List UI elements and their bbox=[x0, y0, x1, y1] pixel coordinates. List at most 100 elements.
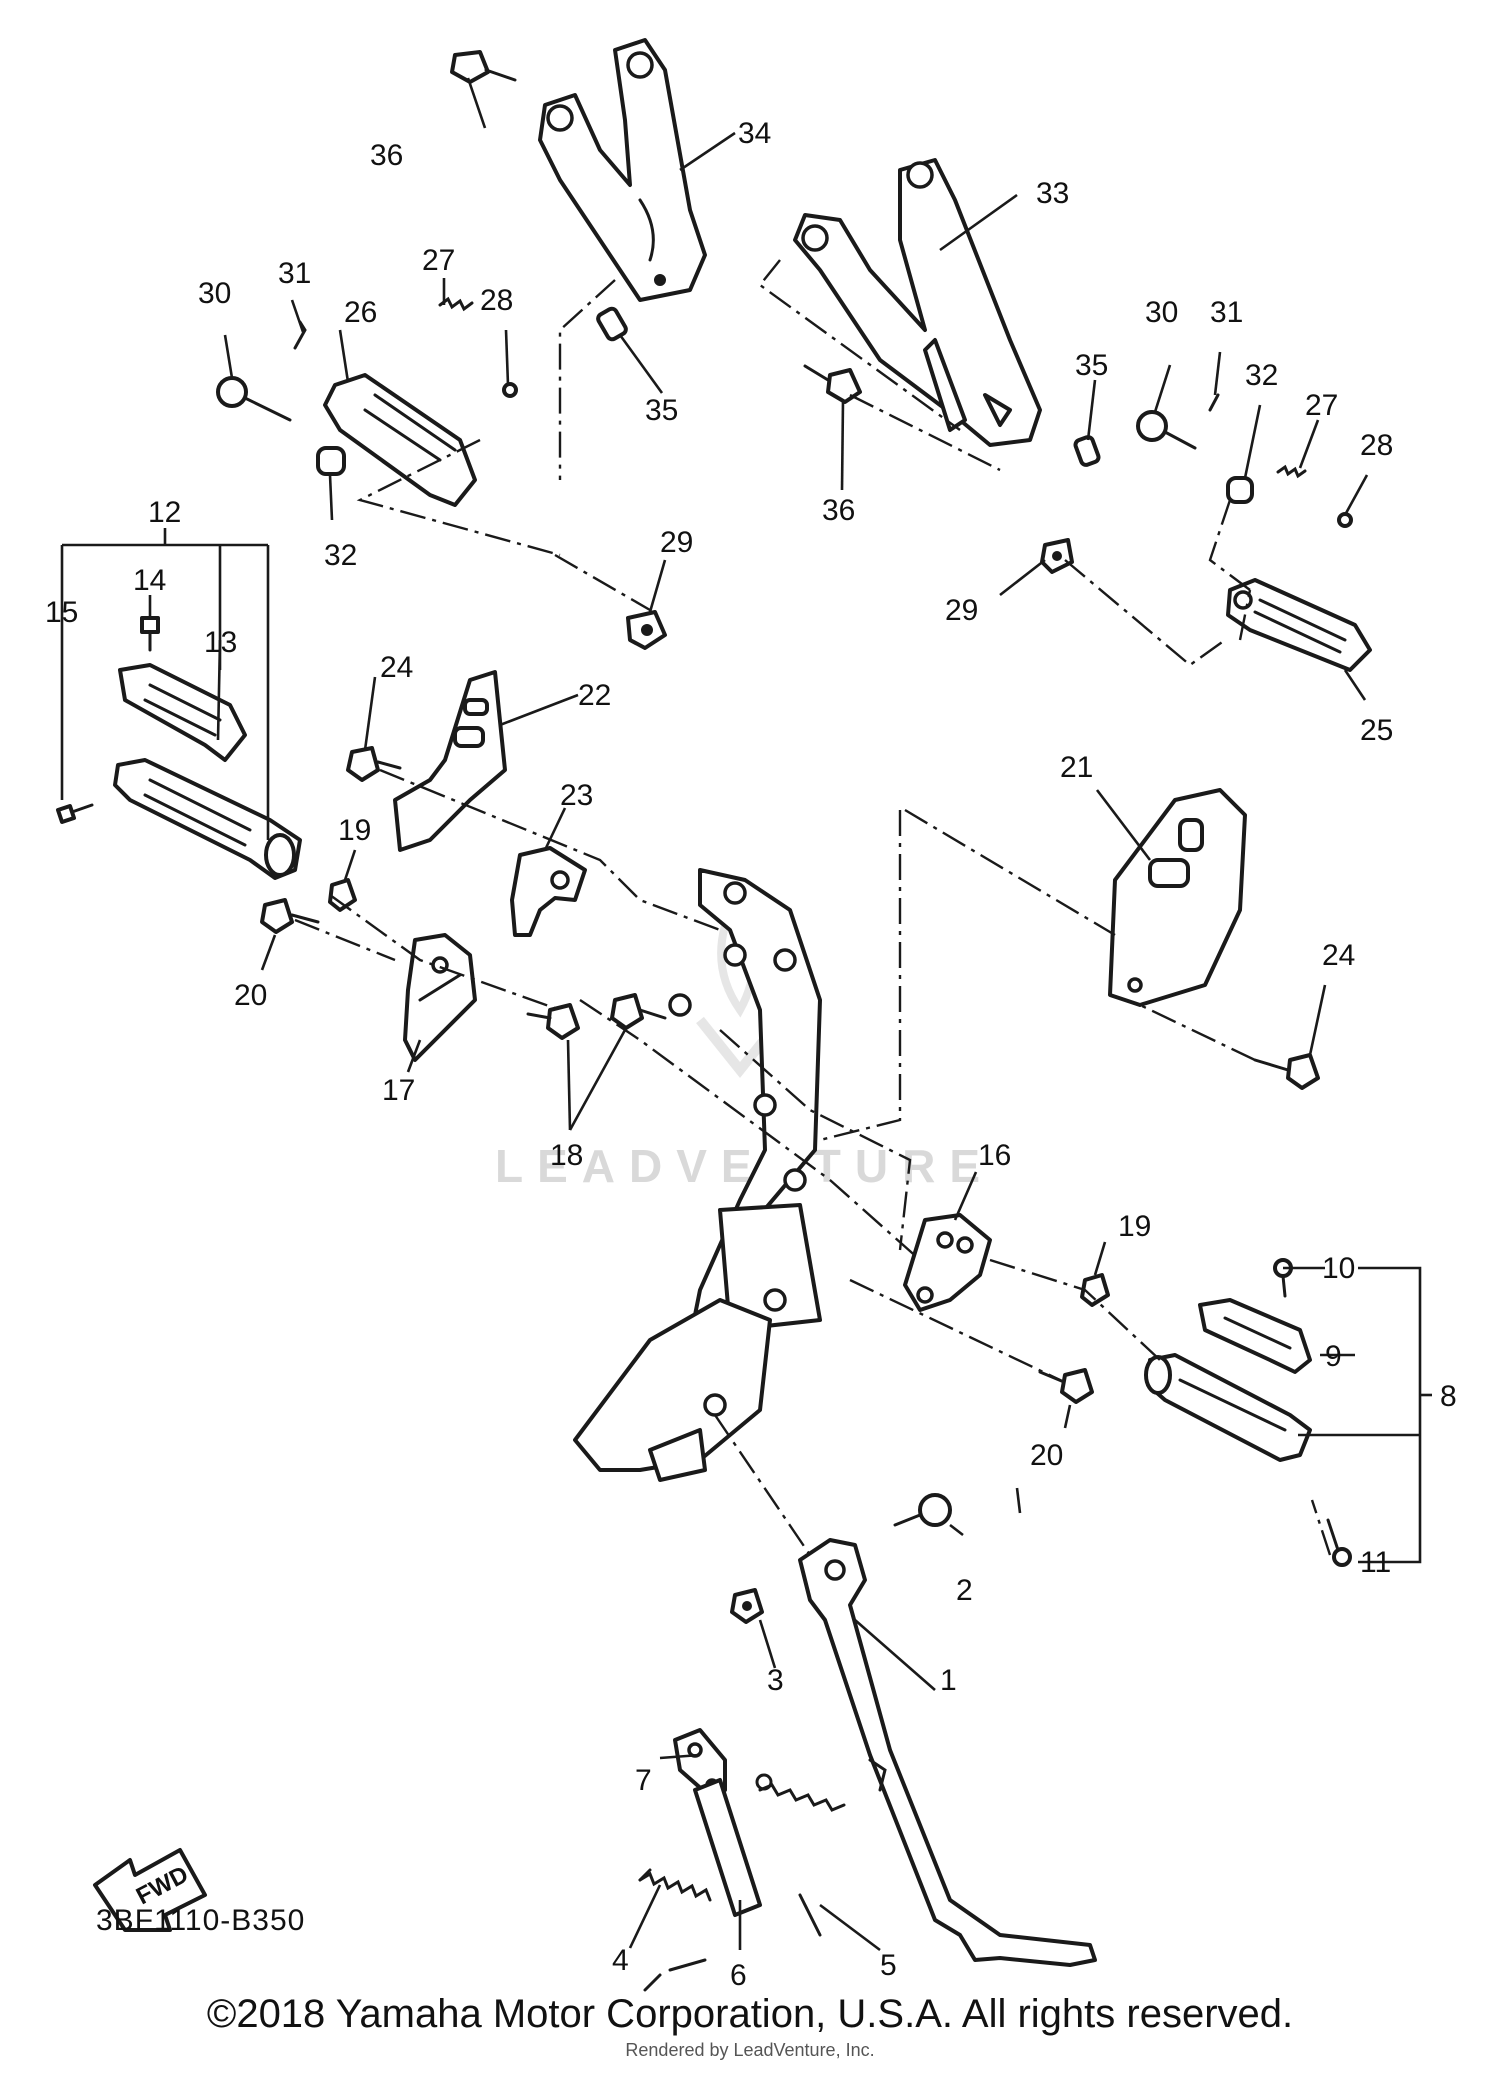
callout-16: 16 bbox=[978, 1139, 1011, 1172]
nut-19-left bbox=[328, 878, 357, 912]
callout-15: 15 bbox=[45, 596, 78, 629]
callout-33: 33 bbox=[1036, 177, 1069, 210]
watermark-text: LEADVENTURE bbox=[495, 1140, 994, 1192]
callout-32-right: 32 bbox=[1245, 359, 1278, 392]
screw-14 bbox=[140, 616, 160, 652]
callout-25: 25 bbox=[1360, 714, 1393, 747]
callout-19-right: 19 bbox=[1118, 1210, 1151, 1243]
footrest-bracket-17 bbox=[403, 933, 477, 1062]
bolt-20-left bbox=[260, 898, 320, 934]
pin-35-right bbox=[1073, 435, 1101, 467]
callout-12: 12 bbox=[148, 496, 181, 529]
callout-17: 17 bbox=[382, 1074, 415, 1107]
footrest-front-right bbox=[1144, 1353, 1312, 1462]
screw-10 bbox=[1273, 1258, 1293, 1298]
pin-35-left bbox=[596, 306, 628, 342]
pin-30-right bbox=[1136, 410, 1197, 450]
assembly-lines bbox=[294, 259, 1332, 1556]
sidestand-1 bbox=[798, 1538, 1097, 1967]
ball-28-right bbox=[1337, 512, 1353, 528]
callout-23: 23 bbox=[560, 779, 593, 812]
callout-27-left: 27 bbox=[422, 244, 455, 277]
rendered-by-notice: Rendered by LeadVenture, Inc. bbox=[625, 2040, 875, 2060]
callout-30-right: 30 bbox=[1145, 296, 1178, 329]
spring-27-left bbox=[438, 296, 474, 312]
washer-32-right bbox=[1226, 476, 1254, 504]
damper-29-right bbox=[1040, 538, 1074, 574]
callout-6: 6 bbox=[730, 1959, 747, 1992]
callout-29-right: 29 bbox=[945, 594, 978, 627]
damper-29-left bbox=[626, 610, 667, 650]
callout-2: 2 bbox=[956, 1574, 973, 1607]
spring-5 bbox=[755, 1773, 846, 1937]
callouts: 1 2 3 4 5 6 7 8 9 10 11 12 13 14 15 16 1… bbox=[45, 117, 1457, 1992]
callout-29-left: 29 bbox=[660, 526, 693, 559]
callout-19-left: 19 bbox=[338, 814, 371, 847]
footrest-bracket-16 bbox=[903, 1213, 992, 1312]
callout-30-left: 30 bbox=[198, 277, 231, 310]
callout-31-left: 31 bbox=[278, 257, 311, 290]
plate-21 bbox=[1108, 788, 1247, 1007]
callout-28-right: 28 bbox=[1360, 429, 1393, 462]
cotter-31-right bbox=[1208, 393, 1220, 412]
footrest-bracket-rear-right bbox=[793, 158, 1042, 447]
bolt-24-right bbox=[1253, 1053, 1320, 1090]
footrest-front-left bbox=[113, 758, 302, 880]
callout-24-right: 24 bbox=[1322, 939, 1355, 972]
callout-35-left: 35 bbox=[645, 394, 678, 427]
callout-24-left: 24 bbox=[380, 651, 413, 684]
bolt-2 bbox=[893, 1493, 952, 1527]
cover-23 bbox=[510, 846, 587, 937]
nut-19-right bbox=[1080, 1273, 1110, 1307]
footrest-cover-13 bbox=[118, 663, 247, 762]
callout-32-left: 32 bbox=[324, 539, 357, 572]
ball-28-left bbox=[502, 382, 518, 398]
spring-27-right bbox=[1276, 464, 1307, 479]
callout-20-left: 20 bbox=[234, 979, 267, 1012]
fwd-arrow-icon: FWD bbox=[93, 1848, 207, 1932]
callout-34: 34 bbox=[738, 117, 771, 150]
callout-36-top: 36 bbox=[370, 139, 403, 172]
callout-28-left: 28 bbox=[480, 284, 513, 317]
screw-11 bbox=[1326, 1518, 1352, 1567]
footrest-bracket-rear-left bbox=[538, 38, 707, 302]
bolt-20-right bbox=[1038, 1368, 1094, 1404]
bolt-36-top bbox=[450, 50, 517, 84]
callout-20-right: 20 bbox=[1030, 1439, 1063, 1472]
callout-8: 8 bbox=[1440, 1380, 1457, 1413]
pin-30-left bbox=[216, 376, 292, 422]
callout-10: 10 bbox=[1322, 1252, 1355, 1285]
spring-4 bbox=[638, 1868, 712, 1992]
callout-26: 26 bbox=[344, 296, 377, 329]
callout-18: 18 bbox=[550, 1139, 583, 1172]
callout-31-right: 31 bbox=[1210, 296, 1243, 329]
footrest-rear-left bbox=[323, 373, 477, 507]
reference-code: 3BF1110-B350 bbox=[96, 1904, 306, 1937]
callout-14: 14 bbox=[133, 564, 166, 597]
callout-27-right: 27 bbox=[1305, 389, 1338, 422]
footrest-cover-9 bbox=[1198, 1298, 1312, 1374]
washer-32-left bbox=[316, 446, 346, 476]
callout-9: 9 bbox=[1325, 1340, 1342, 1373]
copyright-notice: ©2018 Yamaha Motor Corporation, U.S.A. A… bbox=[206, 1992, 1294, 2036]
callout-11: 11 bbox=[1360, 1546, 1391, 1579]
callout-1: 1 bbox=[940, 1664, 957, 1697]
bolt-18a bbox=[526, 1003, 580, 1040]
callout-5: 5 bbox=[880, 1949, 897, 1982]
callout-36-right: 36 bbox=[822, 494, 855, 527]
collar-6 bbox=[693, 1778, 762, 1917]
bolt-18b bbox=[610, 993, 667, 1030]
bolt-24-left bbox=[346, 746, 402, 782]
callout-4: 4 bbox=[612, 1944, 629, 1977]
callout-3: 3 bbox=[767, 1664, 784, 1697]
callout-21: 21 bbox=[1060, 751, 1093, 784]
callout-22: 22 bbox=[578, 679, 611, 712]
nut-3 bbox=[730, 1588, 764, 1624]
leader-lines bbox=[60, 77, 1432, 1952]
callout-13: 13 bbox=[204, 626, 237, 659]
callout-35-right: 35 bbox=[1075, 349, 1108, 382]
callout-7: 7 bbox=[635, 1764, 652, 1797]
frame-section bbox=[573, 868, 822, 1482]
plate-22 bbox=[393, 670, 507, 852]
